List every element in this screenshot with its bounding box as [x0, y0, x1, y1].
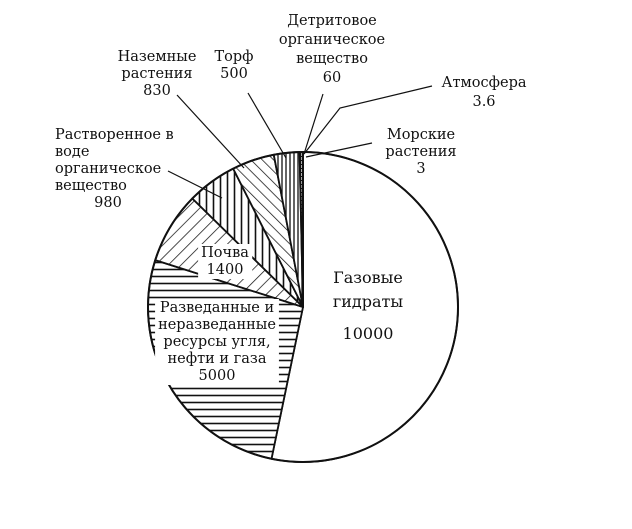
leader-line-peat [247, 92, 287, 159]
leader-line-atmosphere [303, 85, 433, 155]
slice-value-land-plants: 830 [143, 83, 171, 99]
slice-value-fossil: 5000 [199, 368, 236, 384]
slice-label-soil: Почва [201, 245, 249, 261]
leader-lines [167, 85, 433, 199]
slice-value-soil: 1400 [207, 262, 244, 278]
slice-value-gas-hydrates: 10000 [343, 324, 394, 343]
slice-value-dissolved: 980 [94, 195, 122, 211]
leader-line-dissolved [167, 170, 223, 199]
slice-label-background-soil [198, 244, 253, 279]
slice-value-atmosphere: 3.6 [472, 94, 495, 110]
slice-label-background-fossil [155, 299, 279, 385]
slice-value-peat: 500 [220, 66, 248, 82]
pie-outline [147, 151, 459, 463]
leader-line-marine-plants [305, 142, 373, 158]
leader-line-land-plants [176, 94, 245, 169]
slice-label-peat: Торф [214, 49, 253, 65]
slice-value-detrital: 60 [323, 70, 341, 86]
slice-label-atmosphere: Атмосфера [442, 75, 527, 91]
slice-value-marine-plants: 3 [416, 161, 425, 177]
leader-line-detrital [303, 93, 324, 155]
